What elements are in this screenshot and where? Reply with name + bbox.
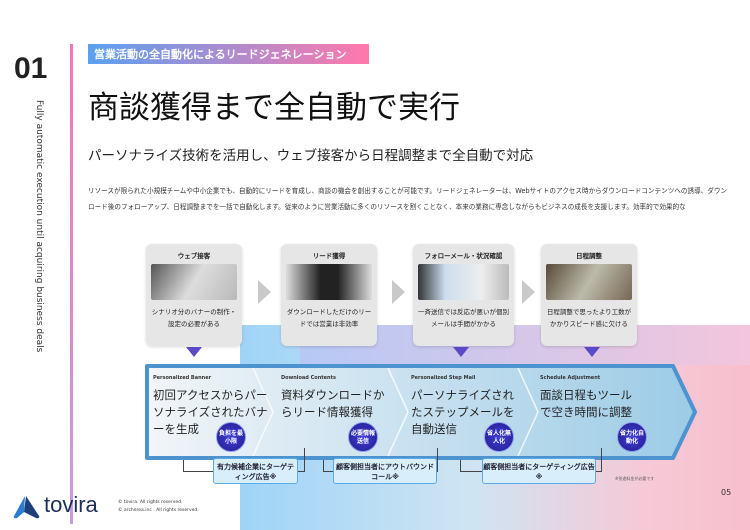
problem-card: 日程調整 日程調整で思ったより工数がかかりスピード感に欠ける bbox=[541, 244, 637, 346]
connector bbox=[601, 448, 602, 472]
photo bbox=[546, 264, 632, 300]
arrow-right-icon bbox=[392, 280, 405, 304]
step-en: Download Contents bbox=[281, 375, 336, 381]
page-title: 商談獲得まで全自動で実行 bbox=[88, 90, 460, 126]
step: Schedule Adjustment 面談日程もツールで空き時間に調整 bbox=[540, 375, 670, 421]
card-title: ウェブ接客 bbox=[177, 252, 211, 260]
tovira-logo-icon bbox=[13, 496, 40, 519]
step: Personalized Step Mail パーソナライズされたステップメールを… bbox=[411, 375, 541, 438]
step-en: Schedule Adjustment bbox=[540, 375, 601, 381]
connector bbox=[460, 460, 461, 472]
option-box: 有力候補企業にターゲティング広告※ bbox=[213, 458, 298, 484]
copyright-line: © tovira. All rights reserved. bbox=[118, 500, 183, 505]
card-desc: 一斉送信では反応が悪いが個別メールは手間がかかる bbox=[418, 308, 509, 328]
badge: 負担を最小限 bbox=[216, 422, 246, 452]
connector bbox=[596, 471, 601, 472]
option-box: 顧客側担当者にターゲティング広告※ bbox=[482, 458, 596, 484]
photo bbox=[151, 264, 237, 300]
vertical-caption: Fully automatic execution until acquirin… bbox=[34, 100, 44, 353]
problem-card: ウェブ接客 シナリオ分のバナーの制作・設定の必要がある bbox=[146, 244, 242, 346]
photo bbox=[286, 264, 372, 300]
divider bbox=[70, 44, 73, 524]
section-number: 01 bbox=[14, 52, 48, 85]
photo bbox=[418, 264, 509, 300]
section-tag: 営業活動の全自動化によるリードジェネレーション bbox=[88, 44, 369, 64]
description: リソースが限られた小規模チームや中小企業でも、自動的にリードを育成し、商談の機会… bbox=[88, 187, 728, 211]
connector bbox=[437, 448, 438, 472]
connector bbox=[304, 448, 305, 472]
card-desc: シナリオ分のバナーの制作・設定の必要がある bbox=[151, 308, 237, 328]
card-title: 日程調整 bbox=[576, 252, 602, 260]
process-band bbox=[145, 364, 697, 460]
copyright-line: © archerea.inc . All rights reserved. bbox=[118, 508, 199, 513]
copyright: © tovira. All rights reserved. © archerea… bbox=[118, 499, 199, 515]
connector bbox=[298, 471, 304, 472]
step-jp: 資料ダウンロードからリード情報獲得 bbox=[281, 388, 385, 419]
note: ※別途料金が必要です bbox=[615, 476, 655, 481]
down-arrow-icon bbox=[453, 347, 469, 357]
subtitle: パーソナライズ技術を活用し、ウェブ接客から日程調整まで全自動で対応 bbox=[88, 148, 534, 164]
step: Personalized Banner 初回アクセスからパーソナライズされたバナー… bbox=[153, 375, 283, 438]
card-title: フォローメール・状況確認 bbox=[424, 252, 503, 260]
page-number: 05 bbox=[721, 488, 732, 497]
down-arrow-icon bbox=[584, 347, 600, 357]
step-jp: パーソナライズされたステップメールを自動送信 bbox=[411, 388, 515, 436]
card-desc: ダウンロードしただけのリードでは営業は非効率 bbox=[286, 308, 372, 328]
down-arrow-icon bbox=[186, 347, 202, 357]
step-jp: 面談日程もツールで空き時間に調整 bbox=[540, 388, 632, 419]
brand-name: tovira bbox=[44, 492, 98, 517]
connector bbox=[460, 471, 482, 472]
step-en: Personalized Banner bbox=[153, 375, 212, 381]
problem-card: フォローメール・状況確認 一斉送信では反応が悪いが個別メールは手間がかかる bbox=[413, 244, 514, 346]
step-jp: 初回アクセスからパーソナライズされたバナーを生成 bbox=[153, 388, 268, 436]
step: Download Contents 資料ダウンロードからリード情報獲得 bbox=[281, 375, 411, 421]
arrow-right-icon bbox=[258, 280, 271, 304]
badge: 省人化無人化 bbox=[484, 422, 514, 452]
badge: 必要情報送信 bbox=[348, 422, 378, 452]
connector bbox=[323, 471, 333, 472]
option-box: 顧客側担当者にアウトバウンドコール※ bbox=[333, 458, 437, 484]
card-desc: 日程調整で思ったより工数がかかりスピード感に欠ける bbox=[546, 308, 632, 328]
step-en: Personalized Step Mail bbox=[411, 375, 476, 381]
arrow-right-icon bbox=[522, 280, 535, 304]
connector bbox=[323, 460, 324, 472]
problem-card: リード獲得 ダウンロードしただけのリードでは営業は非効率 bbox=[281, 244, 377, 346]
card-title: リード獲得 bbox=[312, 252, 346, 260]
connector bbox=[183, 471, 213, 472]
connector bbox=[183, 460, 184, 472]
badge: 省力化自動化 bbox=[617, 422, 647, 452]
